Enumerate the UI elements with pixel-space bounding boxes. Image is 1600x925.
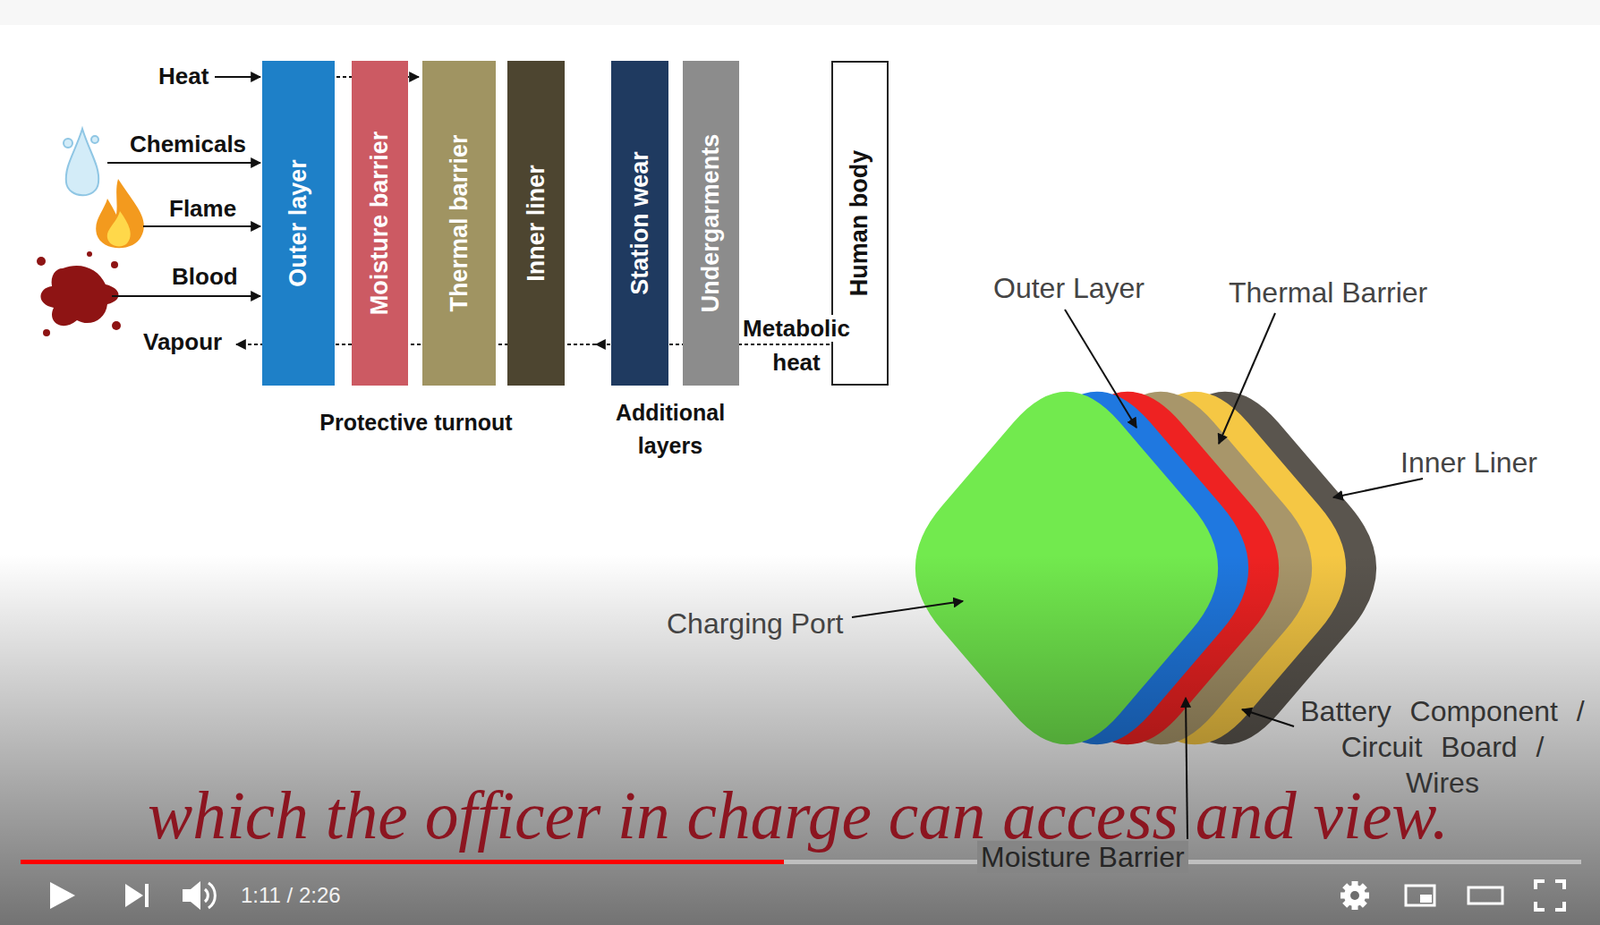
flame-inner <box>107 211 131 247</box>
blood-drop <box>36 256 46 266</box>
progress-played <box>20 859 784 865</box>
volume-icon <box>182 881 201 911</box>
miniplayer-inset <box>1420 894 1432 903</box>
layer-band: Station wear <box>611 60 669 386</box>
layer-band: Thermal barrier <box>422 60 496 386</box>
label-box: Protective turnout <box>319 406 512 440</box>
part-label: Inner Liner <box>1400 446 1538 479</box>
water-splash <box>63 138 73 148</box>
layer-name: Outer layer <box>286 159 311 288</box>
label-box: Metabolic heat <box>733 311 860 380</box>
water-splash <box>91 136 99 144</box>
part-label: Outer Layer <box>993 272 1145 305</box>
layer-name: Inner liner <box>524 164 549 282</box>
blood-arrow <box>111 295 261 298</box>
gear-hole <box>1350 891 1360 901</box>
gear-tooth <box>1342 883 1368 909</box>
blood-splatter-icon <box>36 251 121 337</box>
layer-band: Moisture barrier <box>351 60 409 386</box>
label-box: Outer Layer <box>993 271 1145 306</box>
layer-band: Outer layer <box>262 60 335 386</box>
label-box: Flame <box>169 195 237 223</box>
gear-tooth <box>1342 883 1368 909</box>
flow-label: Metabolic heat <box>742 314 851 376</box>
heat-arrow <box>214 76 261 78</box>
flame-icon <box>95 178 145 248</box>
flame-outer <box>95 178 145 248</box>
volume-wave <box>208 883 215 909</box>
next-icon-bar <box>144 884 149 908</box>
label-box: Chemicals <box>129 130 247 159</box>
part-label: Thermal Barrier <box>1228 276 1428 309</box>
part-label: Charging Port <box>666 607 843 640</box>
layer-name: Moisture barrier <box>367 131 392 316</box>
progress-track <box>20 859 1582 865</box>
hazard-label: Flame <box>169 195 237 222</box>
chemicals-arrow <box>107 161 261 164</box>
layer-band: Inner liner <box>507 60 565 386</box>
blood-drop <box>111 321 121 331</box>
gear-body <box>1344 885 1366 907</box>
blood-drop <box>86 251 93 257</box>
label-box: which the officer in charge can access a… <box>147 782 1449 850</box>
layer-name: Station wear <box>628 151 653 296</box>
layer-name: Human body <box>848 150 873 298</box>
settings-icon <box>1340 881 1370 911</box>
blood-drop <box>42 329 51 337</box>
subtitle: which the officer in charge can access a… <box>147 778 1449 853</box>
theater-icon <box>1468 887 1503 904</box>
player-shade <box>0 554 1600 925</box>
leader-line <box>1218 313 1276 444</box>
volume-wave <box>204 889 208 903</box>
label-box: Vapour <box>143 328 222 357</box>
label-box: 1:11 / 2:26 <box>240 883 341 910</box>
blood-drop <box>110 261 119 269</box>
layer-name: Thermal barrier <box>447 134 472 312</box>
label-box: Additional layers <box>603 396 738 463</box>
hazard-label: Chemicals <box>129 130 247 158</box>
play-icon <box>50 882 76 910</box>
hazard-label: Heat <box>158 62 209 90</box>
leader-line <box>1064 309 1137 428</box>
next-icon <box>125 884 144 908</box>
hazard-label: Blood <box>171 263 239 290</box>
label-box: Inner Liner <box>1400 445 1538 480</box>
label-box: Charging Port <box>666 606 843 641</box>
layer-name: Undergarments <box>698 134 724 314</box>
fullscreen-icon <box>1535 881 1565 911</box>
flow-label: Vapour <box>143 328 222 356</box>
time-display: 1:11 / 2:26 <box>240 883 341 908</box>
leader-line <box>1333 478 1423 498</box>
group-label: Additional layers <box>615 400 725 459</box>
miniplayer-icon <box>1405 885 1435 906</box>
top-strip <box>0 0 1600 26</box>
flame-arrow <box>143 225 261 228</box>
label-box: Blood <box>171 263 239 291</box>
player-controls <box>20 859 1582 911</box>
group-label: Protective turnout <box>319 409 512 435</box>
layer-band: Undergarments <box>682 60 740 386</box>
water-drop-icon <box>63 128 99 196</box>
blood-blob <box>41 265 120 326</box>
label-box: Thermal Barrier <box>1228 275 1428 310</box>
label-box: Heat <box>158 62 209 91</box>
